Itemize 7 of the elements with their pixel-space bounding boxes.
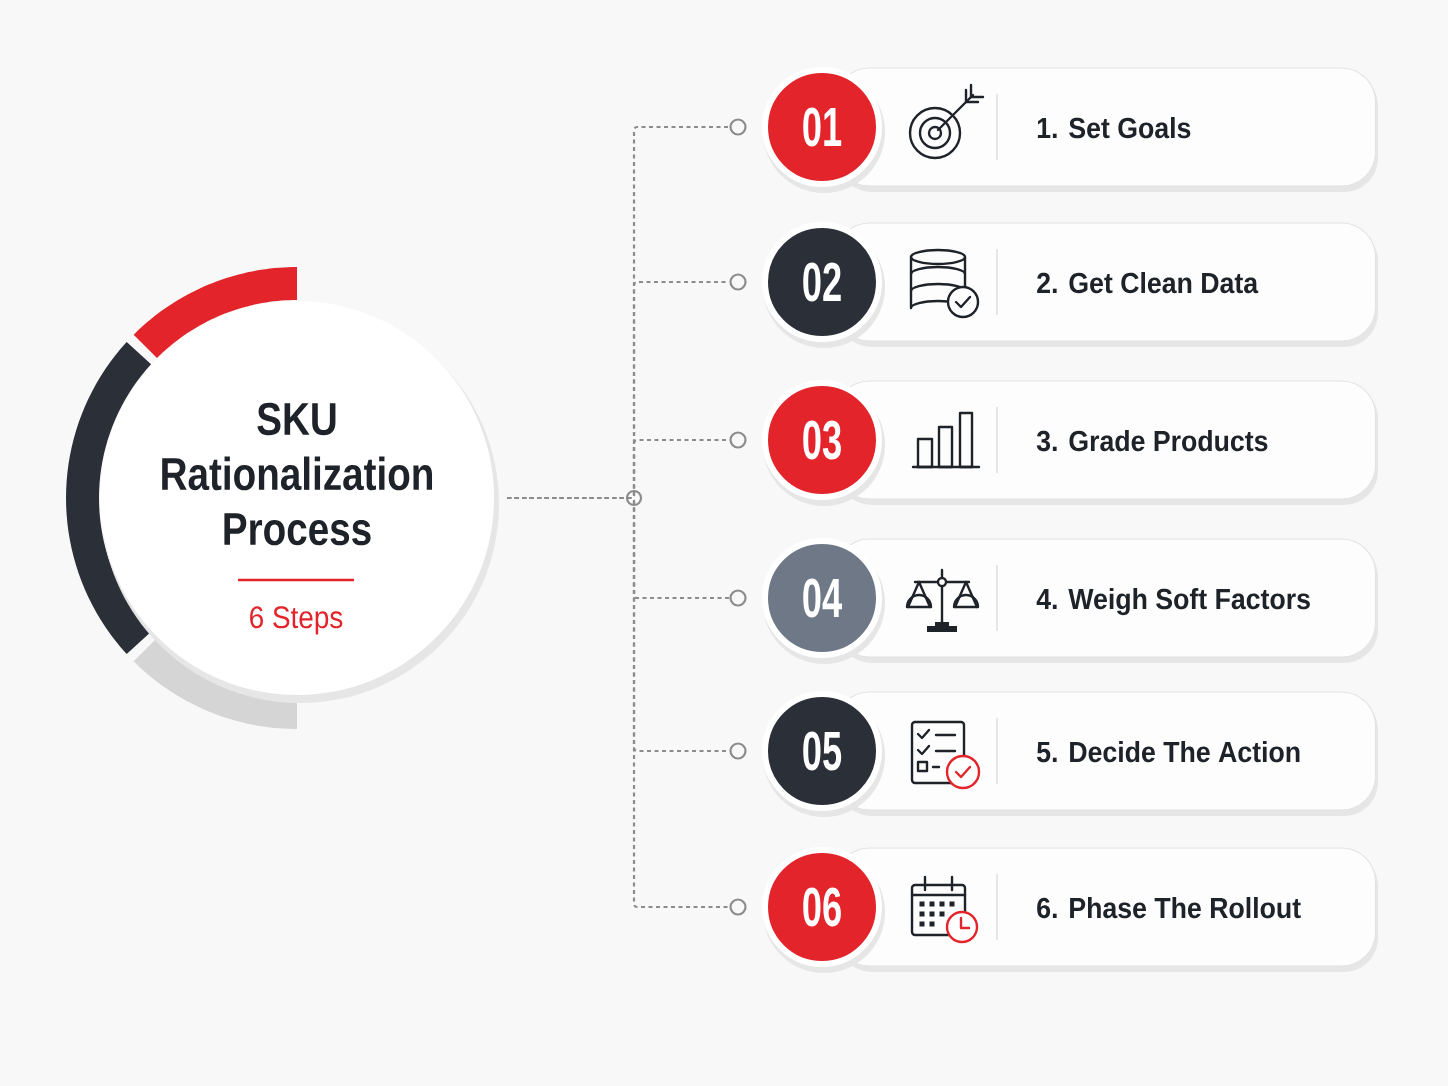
number-badge: 06 bbox=[762, 847, 885, 973]
number-badge: 04 bbox=[762, 538, 885, 664]
number-badge: 01 bbox=[762, 67, 885, 193]
number-badge: 05 bbox=[762, 691, 885, 817]
number-badge: 03 bbox=[762, 380, 885, 506]
number-badge: 02 bbox=[762, 222, 885, 348]
connector bbox=[507, 496, 729, 909]
